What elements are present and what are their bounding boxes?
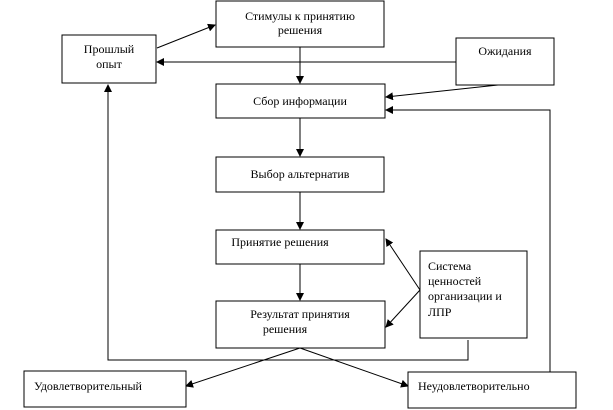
node-values-system-line-1: Система bbox=[428, 259, 472, 273]
node-decision: Принятие решения bbox=[215, 229, 385, 265]
node-result: Результат принятия решения bbox=[215, 300, 386, 349]
node-info-gathering: Сбор информации bbox=[215, 83, 386, 119]
node-satisfactory-line-1: Удовлетворительный bbox=[34, 379, 143, 393]
node-stimuli: Стимулы к принятию решения bbox=[215, 0, 385, 48]
node-result-line-2: решения bbox=[263, 322, 308, 336]
node-values-system-line-4: ЛПР bbox=[428, 305, 452, 319]
node-past-experience-line-1: Прошлый bbox=[84, 42, 135, 56]
edge-result-to-past-experience bbox=[104, 84, 469, 361]
node-satisfactory: Удовлетворительный bbox=[23, 370, 187, 408]
edge-result-to-satisfactory bbox=[185, 347, 301, 388]
node-alternatives-line-1: Выбор альтернатив bbox=[251, 167, 350, 181]
node-values-system-line-2: ценностей bbox=[428, 274, 482, 288]
node-info-gathering-line-1: Сбор информации bbox=[253, 94, 347, 108]
edge-result-to-unsatisfactory bbox=[299, 347, 409, 388]
node-stimuli-line-2: решения bbox=[278, 23, 323, 37]
node-alternatives: Выбор альтернатив bbox=[215, 156, 385, 193]
node-unsatisfactory: Неудовлетворительно bbox=[407, 371, 577, 409]
node-past-experience: Прошлый опыт bbox=[61, 34, 157, 84]
node-expectations-line-1: Ожидания bbox=[478, 44, 532, 58]
edges bbox=[104, 23, 551, 388]
node-decision-line-1: Принятие решения bbox=[231, 235, 329, 249]
edge-values-to-decision bbox=[385, 238, 421, 291]
node-expectations: Ожидания bbox=[455, 37, 555, 86]
edge-past-experience-to-stimuli bbox=[156, 23, 216, 49]
node-past-experience-line-2: опыт bbox=[96, 57, 122, 71]
edge-unsatisfactory-to-info-gathering bbox=[385, 106, 551, 372]
node-stimuli-line-1: Стимулы к принятию bbox=[245, 9, 355, 23]
edge-expectations-to-info-gathering bbox=[385, 84, 499, 101]
node-values-system: Система ценностей организации и ЛПР bbox=[419, 250, 528, 339]
node-unsatisfactory-line-1: Неудовлетворительно bbox=[418, 379, 530, 393]
node-result-line-1: Результат принятия bbox=[250, 307, 350, 321]
node-values-system-line-3: организации и bbox=[428, 289, 502, 303]
edge-values-to-result bbox=[385, 289, 421, 328]
